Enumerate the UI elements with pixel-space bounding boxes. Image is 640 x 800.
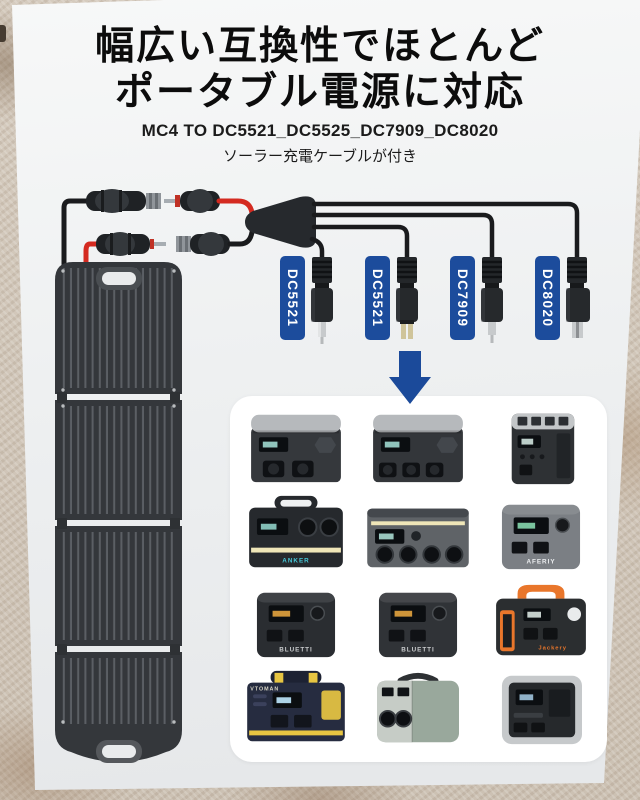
dc-label-4: DC8020 bbox=[535, 256, 560, 340]
product-river2-pro bbox=[359, 406, 477, 490]
product-anker-535: ANKER bbox=[237, 493, 355, 577]
jackery-1000-illustration: Jackery bbox=[495, 584, 586, 655]
power-station-grid: ANKER AFERIY BLUETTI BLUETTI Jacke bbox=[235, 404, 602, 754]
product-jackery-1000: Jackery bbox=[482, 581, 600, 665]
svg-text:AFERIY: AFERIY bbox=[526, 559, 555, 566]
delta2-illustration bbox=[511, 413, 575, 484]
svg-text:ANKER: ANKER bbox=[282, 558, 309, 565]
product-bluetti-eb3a: BLUETTI bbox=[237, 581, 355, 665]
bluetti-eb3a-illustration: BLUETTI bbox=[257, 592, 336, 657]
dc-label-1: DC5521 bbox=[280, 256, 305, 340]
compatible-stations-container: ANKER AFERIY BLUETTI BLUETTI Jacke bbox=[230, 396, 607, 762]
product-green-station bbox=[359, 668, 477, 752]
product-aferiy: AFERIY bbox=[482, 493, 600, 577]
product-vtoman: VTOMAN bbox=[237, 668, 355, 752]
page-title-line2: ポータブル電源に対応 bbox=[114, 71, 525, 114]
anker-535-illustration: ANKER bbox=[249, 496, 344, 568]
product-anker-757 bbox=[359, 493, 477, 577]
product-delta2 bbox=[482, 406, 600, 490]
river2-max-illustration bbox=[251, 414, 342, 482]
anker-757-illustration bbox=[367, 508, 470, 568]
svg-text:BLUETTI: BLUETTI bbox=[279, 646, 313, 653]
subtitle-connector-types: MC4 TO DC5521_DC5525_DC7909_DC8020 bbox=[141, 121, 499, 140]
svg-text:VTOMAN: VTOMAN bbox=[250, 687, 279, 693]
dc-label-2: DC5521 bbox=[365, 256, 390, 340]
subtitle-cable-note: ソーラー充電ケーブルが付き bbox=[222, 148, 418, 165]
framed-station-illustration bbox=[501, 676, 582, 745]
dc-label-3: DC7909 bbox=[450, 256, 475, 340]
product-bluetti-eb70: BLUETTI bbox=[359, 581, 477, 665]
bluetti-eb70-illustration: BLUETTI bbox=[379, 592, 458, 657]
svg-text:Jackery: Jackery bbox=[538, 645, 567, 651]
product-framed-station bbox=[482, 668, 600, 752]
river2-pro-illustration bbox=[373, 414, 464, 482]
product-river2-max bbox=[237, 406, 355, 490]
page-title-line1: 幅広い互換性でほとんど bbox=[95, 25, 545, 68]
aferiy-illustration: AFERIY bbox=[501, 504, 580, 570]
svg-text:BLUETTI: BLUETTI bbox=[402, 646, 436, 653]
green-station-illustration bbox=[377, 673, 460, 743]
vtoman-illustration: VTOMAN bbox=[247, 671, 345, 742]
paper-edge-mark bbox=[0, 25, 6, 42]
